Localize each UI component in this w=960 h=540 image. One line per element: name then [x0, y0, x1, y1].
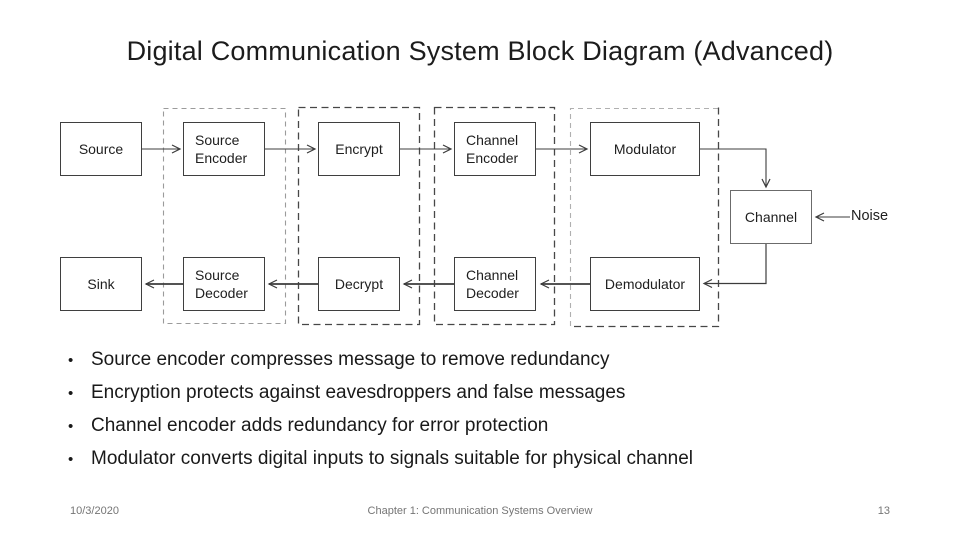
block-channel-decoder: Channel Decoder	[454, 257, 536, 311]
bullet-marker: •	[68, 418, 74, 435]
bullet-list: • Source encoder compresses message to r…	[68, 349, 693, 481]
block-sink: Sink	[60, 257, 142, 311]
block-channel-encoder: Channel Encoder	[454, 122, 536, 176]
block-source: Source	[60, 122, 142, 176]
bullet-item: • Modulator converts digital inputs to s…	[68, 448, 693, 481]
dashed-group-encryption	[297, 106, 421, 326]
bullet-item: • Encryption protects against eavesdropp…	[68, 382, 693, 415]
block-modulator: Modulator	[590, 122, 700, 176]
bullet-text: Encryption protects against eavesdropper…	[91, 382, 626, 403]
bullet-text: Channel encoder adds redundancy for erro…	[91, 415, 549, 436]
slide-number: 13	[877, 505, 890, 517]
block-encrypt: Encrypt	[318, 122, 400, 176]
footer-chapter-title: Chapter 1: Communication Systems Overvie…	[367, 505, 593, 517]
dashed-group-modulation	[569, 107, 720, 328]
block-decrypt: Decrypt	[318, 257, 400, 311]
block-channel: Channel	[730, 190, 812, 244]
bullet-item: • Channel encoder adds redundancy for er…	[68, 415, 693, 448]
dashed-group-channel-coding	[433, 106, 556, 326]
block-source-decoder: Source Decoder	[183, 257, 265, 311]
bullet-item: • Source encoder compresses message to r…	[68, 349, 693, 382]
footer-date: 10/3/2020	[70, 505, 119, 517]
arrow-channel-to-demodulator	[702, 244, 767, 289]
page-title: Digital Communication System Block Diagr…	[126, 36, 834, 66]
block-demodulator: Demodulator	[590, 257, 700, 311]
bullet-text: Source encoder compresses message to rem…	[91, 349, 610, 370]
bullet-marker: •	[68, 352, 74, 369]
bullet-text: Modulator converts digital inputs to sig…	[91, 448, 693, 469]
bullet-marker: •	[68, 385, 74, 402]
block-source-encoder: Source Encoder	[183, 122, 265, 176]
bullet-marker: •	[68, 451, 74, 468]
noise-label: Noise	[851, 208, 889, 224]
arrow-modulator-to-channel	[700, 148, 771, 189]
dashed-group-source-coding	[162, 107, 287, 325]
